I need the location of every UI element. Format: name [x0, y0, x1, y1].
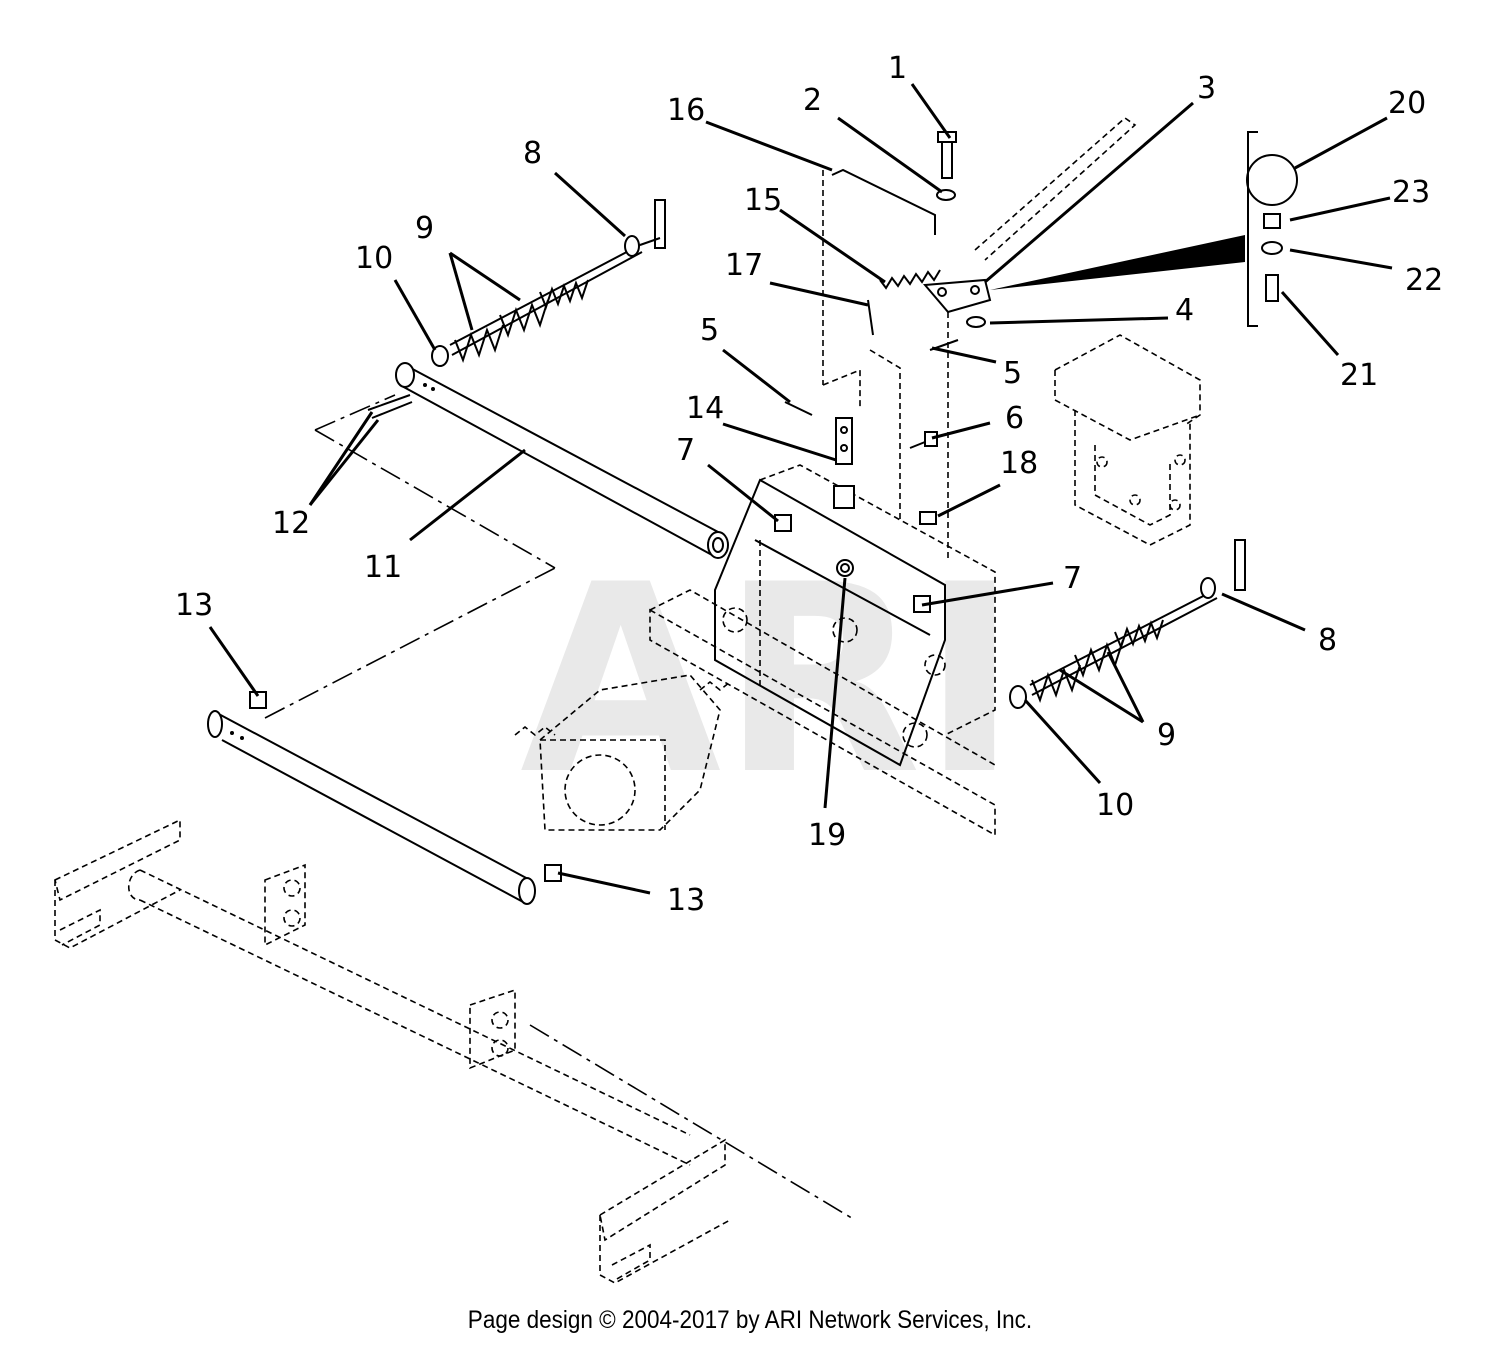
lower-frame: [54, 818, 856, 1284]
callout-17: 17: [725, 248, 763, 283]
callout-9b: 9: [1157, 718, 1176, 753]
small-parts: [249, 131, 1298, 882]
callout-23: 23: [1392, 175, 1430, 210]
callout-13a: 13: [175, 588, 213, 623]
hitch-bracket: [1054, 334, 1201, 546]
callout-8a: 8: [523, 136, 542, 171]
right-spring-assembly: [1009, 539, 1246, 709]
cross-shaft: [207, 394, 556, 905]
callout-4: 4: [1175, 293, 1194, 328]
callout-19: 19: [808, 818, 846, 853]
gearbox: [514, 674, 731, 831]
callout-10b: 10: [1096, 788, 1134, 823]
callout-20: 20: [1388, 86, 1426, 121]
copyright-footer: Page design © 2004-2017 by ARI Network S…: [467, 1306, 1033, 1334]
callout-14: 14: [686, 391, 724, 426]
callout-7a: 7: [676, 433, 695, 468]
callout-11: 11: [364, 550, 402, 585]
callout-16: 16: [667, 93, 705, 128]
callout-21: 21: [1340, 358, 1378, 393]
callout-18: 18: [1000, 446, 1038, 481]
callouts: 1 2 3 4 5 5 6 7 7 8 8 9 9 10 10 11 12 13…: [175, 51, 1443, 918]
callout-5b: 5: [1003, 356, 1022, 391]
watermark-text: ARI: [520, 530, 1018, 832]
callout-6: 6: [1005, 401, 1024, 436]
callout-15: 15: [744, 183, 782, 218]
rockshaft: [395, 362, 729, 559]
callout-10a: 10: [355, 241, 393, 276]
callout-5a: 5: [700, 313, 719, 348]
callout-3: 3: [1197, 71, 1216, 106]
left-spring-assembly: [431, 199, 666, 367]
callout-12: 12: [272, 506, 310, 541]
callout-13b: 13: [667, 883, 705, 918]
leader-lines: [208, 83, 1393, 895]
callout-7b: 7: [1063, 561, 1082, 596]
callout-22: 22: [1405, 263, 1443, 298]
callout-2: 2: [803, 83, 822, 118]
callout-9a: 9: [415, 211, 434, 246]
callout-1: 1: [888, 51, 907, 86]
lift-lever: [822, 116, 1137, 560]
callout-8b: 8: [1318, 623, 1337, 658]
center-bracket: [649, 464, 996, 837]
